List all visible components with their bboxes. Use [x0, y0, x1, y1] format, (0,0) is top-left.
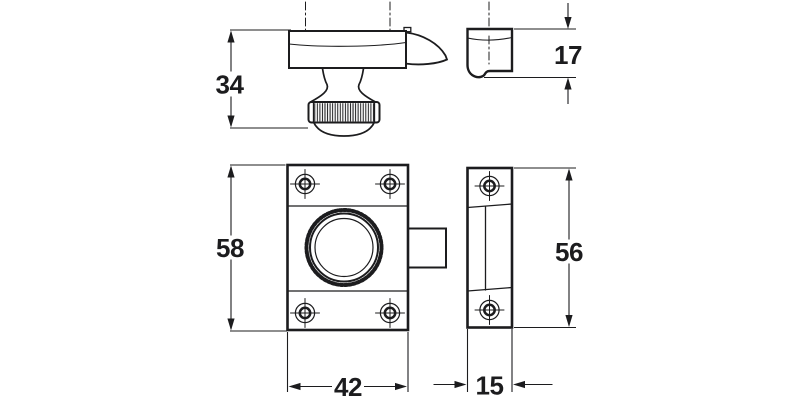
dim-label-56: 56 — [555, 237, 583, 267]
screw-ring — [298, 306, 312, 320]
dim-label-42: 42 — [334, 372, 362, 400]
dim-label-15: 15 — [476, 371, 504, 400]
dim-label-17: 17 — [554, 40, 582, 70]
screw-hole — [375, 298, 405, 328]
dimension-42: 42 — [286, 332, 409, 400]
knob-knurl-ribs — [313, 103, 374, 122]
knob-stem-right-edge — [357, 67, 377, 103]
arrowhead-left — [288, 382, 301, 391]
recess-line — [466, 203, 513, 209]
latch-side-view — [288, 1, 449, 137]
recess-line — [466, 286, 513, 292]
countersink-circle — [294, 173, 316, 195]
screw-ring — [483, 179, 496, 193]
screw-ring — [383, 306, 397, 320]
screw-hole — [290, 169, 320, 199]
arrowhead-down — [227, 115, 235, 128]
knob-bottom-dome — [312, 121, 376, 137]
strike-side-view — [466, 1, 514, 79]
dimension-56: 56 — [514, 167, 583, 329]
countersink-circle — [479, 299, 500, 321]
dimension-17: 17 — [484, 3, 582, 104]
countersink-circle — [379, 302, 401, 324]
arrowhead-left — [513, 380, 525, 389]
arrowhead-down — [227, 318, 235, 331]
strike-side-outline — [466, 27, 514, 79]
arrowhead-up — [564, 77, 572, 90]
knob-knurl-teeth — [304, 208, 384, 287]
latch-hook-bolt — [405, 31, 449, 66]
screw-ring — [383, 177, 397, 191]
screw-ring — [483, 303, 496, 317]
countersink-circle — [479, 175, 500, 197]
latch-tab — [403, 26, 412, 33]
dim-label-34: 34 — [216, 70, 245, 100]
arrowhead-right — [395, 382, 407, 391]
screw-ring — [298, 177, 312, 191]
dimension-34: 34 — [216, 29, 308, 129]
arrowhead-down — [565, 315, 573, 327]
arrowhead-down — [564, 17, 572, 29]
screw-hole — [290, 298, 320, 328]
countersink-circle — [294, 302, 316, 324]
strike-front-view — [466, 166, 514, 329]
turn-knob — [304, 208, 384, 287]
arrowhead-up — [227, 165, 235, 178]
knob-stem-left-edge — [309, 67, 329, 103]
screw-hole — [474, 171, 505, 201]
arrowhead-up — [227, 30, 235, 43]
body-contour-line — [288, 41, 407, 47]
arrowhead-up — [565, 168, 573, 181]
countersink-circle — [379, 173, 401, 195]
knob-inner-circle — [314, 217, 374, 278]
arrowhead-right — [454, 380, 467, 389]
latch-body — [288, 30, 407, 69]
screw-hole — [375, 169, 405, 199]
latch-front-view — [286, 163, 447, 332]
dim-label-58: 58 — [216, 233, 244, 263]
dimension-15: 15 — [433, 329, 553, 400]
knurl-cap-edges — [312, 102, 376, 123]
dimension-58: 58 — [216, 164, 287, 332]
bolt — [407, 227, 447, 269]
knob-face — [309, 212, 379, 283]
screw-hole — [474, 295, 505, 325]
